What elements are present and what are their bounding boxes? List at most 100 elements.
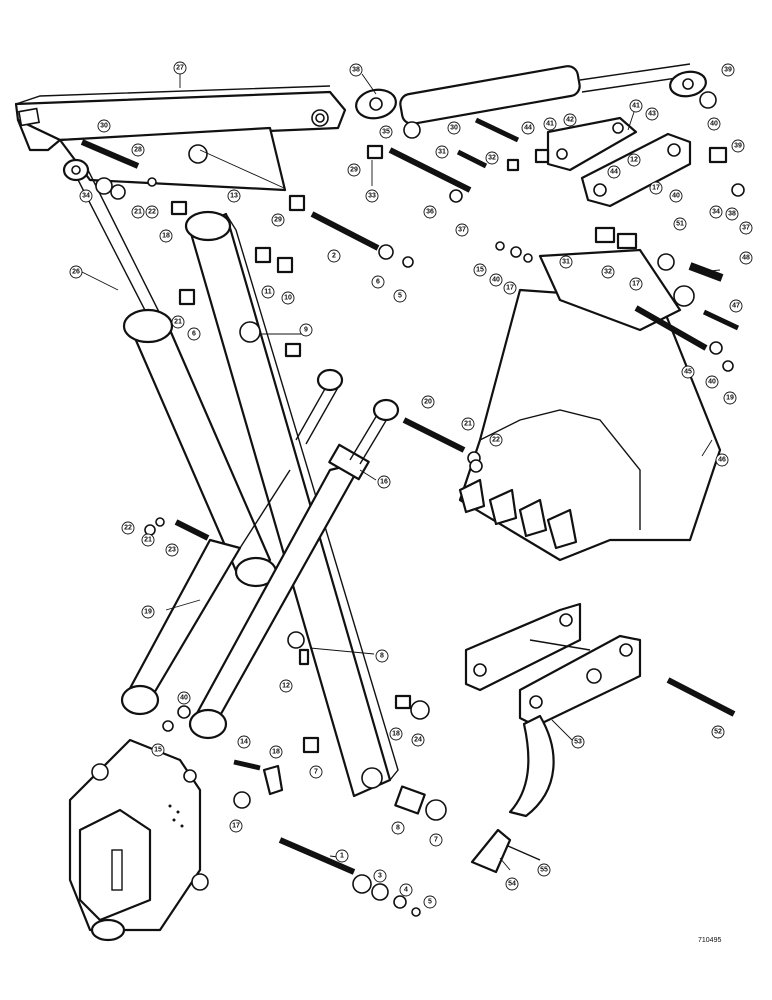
callout-c-18b: 18 [389, 727, 403, 741]
callout-c-30b: 30 [97, 119, 111, 133]
svg-text:16: 16 [380, 479, 388, 486]
swing-cylinder [120, 469, 291, 716]
callout-c-21b: 21 [171, 315, 185, 329]
callout-c-54: 54 [505, 877, 519, 891]
svg-text:32: 32 [488, 155, 496, 162]
svg-text:34: 34 [712, 209, 720, 216]
callout-c-5a: 5 [393, 289, 407, 303]
svg-text:53: 53 [574, 739, 582, 746]
bucket-linkage [546, 116, 692, 208]
callout-c-7b: 7 [429, 833, 443, 847]
svg-text:31: 31 [562, 259, 570, 266]
callout-c-9: 9 [299, 323, 313, 337]
callout-c-4: 4 [399, 883, 413, 897]
svg-text:18: 18 [392, 731, 400, 738]
callout-c-53: 53 [571, 735, 585, 749]
callout-c-34a: 34 [709, 205, 723, 219]
svg-text:46: 46 [718, 457, 726, 464]
callout-c-21d: 21 [141, 533, 155, 547]
svg-text:15: 15 [476, 267, 484, 274]
callout-c-17b: 17 [503, 281, 517, 295]
svg-text:41: 41 [546, 121, 554, 128]
callout-c-33a: 33 [365, 189, 379, 203]
svg-text:47: 47 [732, 303, 740, 310]
callout-c-11: 11 [261, 285, 275, 299]
callout-c-52: 52 [711, 725, 725, 739]
callout-c-5b: 5 [423, 895, 437, 909]
svg-text:21: 21 [464, 421, 472, 428]
callout-c-55: 55 [537, 863, 551, 877]
svg-text:39: 39 [724, 67, 732, 74]
callout-c-28: 28 [131, 143, 145, 157]
svg-text:17: 17 [632, 281, 640, 288]
callout-c-17a: 17 [649, 181, 663, 195]
callout-c-26: 26 [69, 265, 83, 279]
svg-text:44: 44 [610, 169, 618, 176]
callout-c-27: 27 [173, 61, 187, 75]
svg-text:45: 45 [684, 369, 692, 376]
svg-text:4: 4 [404, 887, 408, 894]
callout-c-36: 36 [423, 205, 437, 219]
svg-text:40: 40 [492, 277, 500, 284]
callout-c-17d: 17 [229, 819, 243, 833]
svg-text:26: 26 [72, 269, 80, 276]
callout-c-3: 3 [373, 869, 387, 883]
svg-text:7: 7 [434, 837, 438, 844]
svg-text:54: 54 [508, 881, 516, 888]
callout-c-41b: 41 [629, 99, 643, 113]
callout-c-40e: 40 [177, 691, 191, 705]
svg-text:13: 13 [230, 193, 238, 200]
callout-c-19a: 19 [723, 391, 737, 405]
callout-c-40d: 40 [705, 375, 719, 389]
boom-cylinder [62, 158, 278, 588]
svg-text:22: 22 [148, 209, 156, 216]
callout-c-40b: 40 [669, 189, 683, 203]
svg-text:19: 19 [144, 609, 152, 616]
callout-c-30a: 30 [447, 121, 461, 135]
bucket [458, 248, 722, 562]
svg-text:40: 40 [672, 193, 680, 200]
svg-text:37: 37 [458, 227, 466, 234]
callout-c-24: 24 [411, 733, 425, 747]
pins [80, 117, 740, 875]
callout-c-2: 2 [327, 249, 341, 263]
svg-text:29: 29 [350, 167, 358, 174]
callout-c-22a: 22 [145, 205, 159, 219]
svg-text:17: 17 [506, 285, 514, 292]
ripper-attachment [464, 602, 642, 818]
svg-text:6: 6 [192, 331, 196, 338]
callout-c-18c: 18 [269, 745, 283, 759]
svg-text:28: 28 [134, 147, 142, 154]
svg-text:44: 44 [524, 125, 532, 132]
callout-c-44a: 44 [521, 121, 535, 135]
callout-c-47: 47 [729, 299, 743, 313]
callout-c-6a: 6 [371, 275, 385, 289]
bushings-washers [95, 91, 745, 917]
callout-c-32a: 32 [485, 151, 499, 165]
svg-text:12: 12 [282, 683, 290, 690]
callout-c-34b: 34 [79, 189, 93, 203]
leader-lines [81, 73, 721, 871]
svg-text:55: 55 [540, 867, 548, 874]
callout-c-12a: 12 [627, 153, 641, 167]
crowd-cylinder [188, 368, 400, 740]
callout-c-15a: 15 [473, 263, 487, 277]
swing-bracket [68, 738, 209, 942]
callout-c-21a: 21 [131, 205, 145, 219]
svg-text:39: 39 [734, 143, 742, 150]
svg-text:12: 12 [630, 157, 638, 164]
svg-text:36: 36 [426, 209, 434, 216]
svg-text:9: 9 [304, 327, 308, 334]
callout-c-17c: 17 [629, 277, 643, 291]
callout-c-39b: 39 [731, 139, 745, 153]
svg-text:22: 22 [492, 437, 500, 444]
svg-text:34: 34 [82, 193, 90, 200]
callout-c-22c: 22 [121, 521, 135, 535]
callout-c-39a: 39 [721, 63, 735, 77]
callout-c-10: 10 [281, 291, 295, 305]
callout-c-15b: 15 [151, 743, 165, 757]
callout-c-1: 1 [335, 849, 349, 863]
svg-text:2: 2 [332, 253, 336, 260]
svg-text:8: 8 [380, 653, 384, 660]
